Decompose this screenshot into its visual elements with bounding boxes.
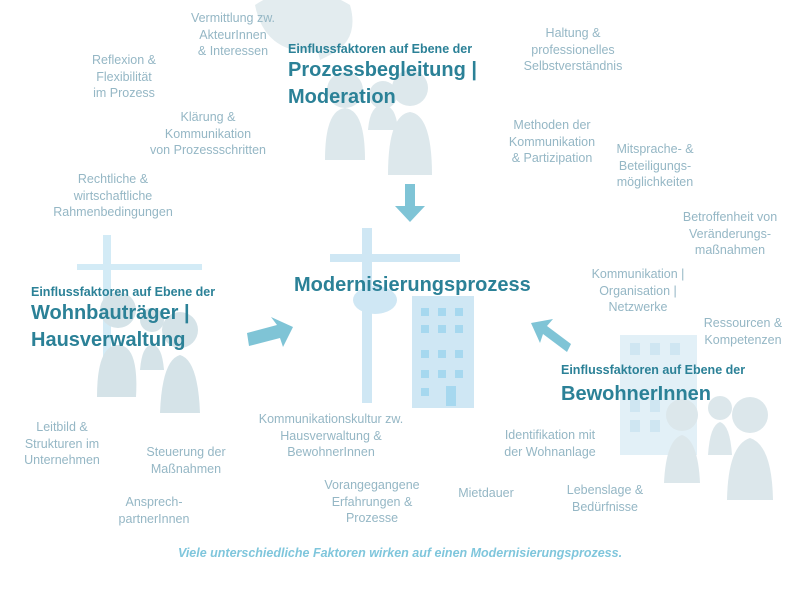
group-residents-heading: Einflussfaktoren auf Ebene der BewohnerI… [561,362,745,408]
arrow-right-icon [247,317,293,347]
factor-line: Strukturen im [24,436,100,451]
factor-line: Rahmenbedingungen [53,205,173,219]
factor-line: Mitsprache- & [616,142,694,156]
factor-label: Klärung & Kommunikation von Prozessschritt… [150,109,266,159]
factor-line: Steuerung der [146,445,226,459]
factor-line: Veränderungs- [688,226,771,241]
factor-line: Methoden der [513,118,591,132]
factor-line: & Partizipation [511,151,593,165]
factor-line: Identifikation mit [504,428,596,442]
building-right-icon [620,335,697,455]
group-housing-heading: Einflussfaktoren auf Ebene der Wohnbautr… [31,284,215,354]
factor-label: Ansprech-partnerInnen [119,494,190,527]
factor-line: Ansprech- [125,495,183,509]
factor-line: Reflexion & [92,53,156,67]
factor-label: Identifikation mit der Wohnanlage [504,427,596,460]
factor-line: möglichkeiten [616,175,694,189]
factor-line: wirtschaftliche [73,188,153,203]
people-top-icon [255,0,432,175]
factor-line: Lebenslage & [566,483,644,497]
factor-line: Klärung & [180,110,236,124]
factor-label: Leitbild & Strukturen im Unternehmen [24,419,100,469]
factor-line: Vermittlung zw. [190,11,276,25]
factor-line: Haltung & [545,26,601,40]
factor-line: Unternehmen [24,453,100,467]
group-title-line: BewohnerInnen [561,383,712,405]
factor-line: Hausverwaltung & [280,428,382,443]
factor-line: Organisation | [599,283,677,298]
factor-line: maßnahmen [694,243,766,257]
factor-line: Kommunikationskultur zw. [258,412,404,426]
group-subtitle: Einflussfaktoren auf Ebene der [31,285,216,299]
factor-line: Mietdauer [458,486,514,500]
factor-line: Beteiligungs- [618,158,692,173]
factor-label: Kommunikation | Organisation | Netzwerke [592,266,685,316]
factor-line: Leitbild & [36,420,88,434]
factor-line: Prozesse [345,511,399,525]
people-left-icon [97,292,200,413]
factor-line: Erfahrungen & [331,494,413,509]
crane-center-icon [330,228,460,403]
group-title-line: Prozessbegleitung | [288,59,477,81]
factor-line: Kompetenzen [704,332,782,347]
factor-line: Selbstverständnis [523,59,623,73]
center-title: Modernisierungsprozess [294,274,531,296]
group-subtitle: Einflussfaktoren auf Ebene der [288,42,473,56]
factor-line: Maßnahmen [150,461,222,476]
factor-line: von Prozessschritten [149,143,267,157]
factor-label: Mitsprache- & Beteiligungs-möglichkeiten [616,141,693,191]
factor-line: Rechtliche & [77,172,149,186]
factor-line: BewohnerInnen [287,445,375,459]
group-title-line: Moderation [288,86,396,108]
factor-line: professionelles [531,42,615,57]
factor-line: Kommunikation [164,126,252,141]
group-title-line: Hausverwaltung [31,329,186,351]
factor-label: Mietdauer [458,485,514,502]
factor-label: Reflexion & Flexibilität im Prozess [92,52,156,102]
factor-line: Vorangegangene [324,478,420,492]
factor-label: Lebenslage & Bedürfnisse [567,482,643,515]
factor-label: Kommunikationskultur zw. Hausverwaltung &… [259,411,404,461]
group-process-heading: Einflussfaktoren auf Ebene der Prozessbe… [288,41,477,111]
factor-line: Kommunikation | [591,267,685,281]
group-title-line: Wohnbauträger | [31,302,190,324]
factor-label: Vermittlung zw. AkteurInnen & Interessen [191,10,275,60]
arrow-upleft-icon [531,319,571,352]
factor-line: der Wohnanlage [504,444,596,459]
factor-line: AkteurInnen [199,27,267,42]
factor-line: & Interessen [197,44,269,58]
building-center-icon [412,296,474,408]
caption: Viele unterschiedliche Faktoren wirken a… [177,546,623,560]
factor-line: Kommunikation [508,134,596,149]
factor-line: im Prozess [93,86,155,100]
factor-line: Betroffenheit von [682,210,778,224]
factor-line: Bedürfnisse [571,499,639,514]
factor-label: Ressourcen & Kompetenzen [704,315,783,348]
factor-line: Flexibilität [96,69,152,84]
people-right-icon [664,396,773,500]
factor-line: Ressourcen & [703,316,783,330]
arrow-down-icon [395,184,425,222]
factor-line: partnerInnen [118,511,190,526]
factor-line: Netzwerke [608,300,668,314]
group-subtitle: Einflussfaktoren auf Ebene der [561,363,746,377]
